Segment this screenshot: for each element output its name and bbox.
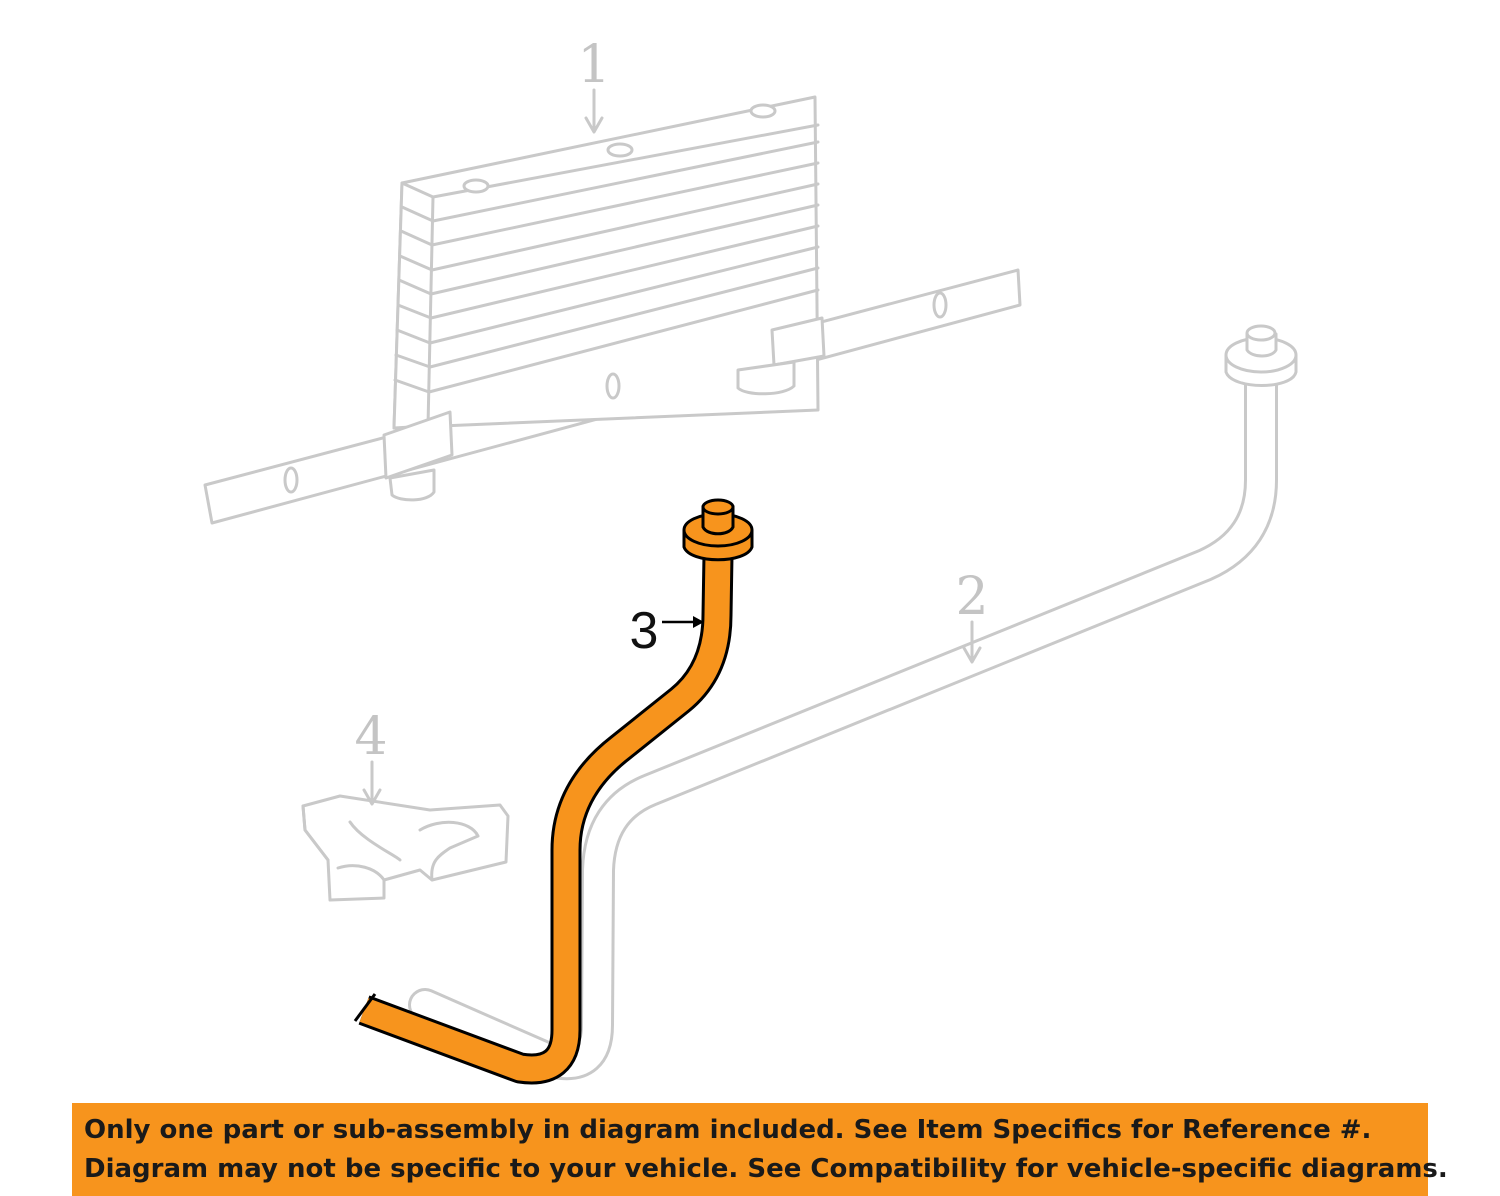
- callout-part-2: 2: [955, 567, 988, 627]
- callout-part-3: 3: [630, 602, 659, 660]
- callout-part-1: 1: [577, 35, 610, 95]
- cooler-line-part-2: [408, 324, 1298, 1081]
- disclaimer-line-1: Only one part or sub-assembly in diagram…: [84, 1115, 1372, 1145]
- disclaimer-banner: Only one part or sub-assembly in diagram…: [72, 1103, 1448, 1196]
- oil-cooler-part-1: [203, 88, 1022, 525]
- clip-part-4: [301, 760, 510, 902]
- cooler-tube-part-3: [353, 498, 754, 1085]
- disclaimer-line-2: Diagram may not be specific to your vehi…: [84, 1154, 1448, 1184]
- callout-part-4: 4: [354, 707, 387, 767]
